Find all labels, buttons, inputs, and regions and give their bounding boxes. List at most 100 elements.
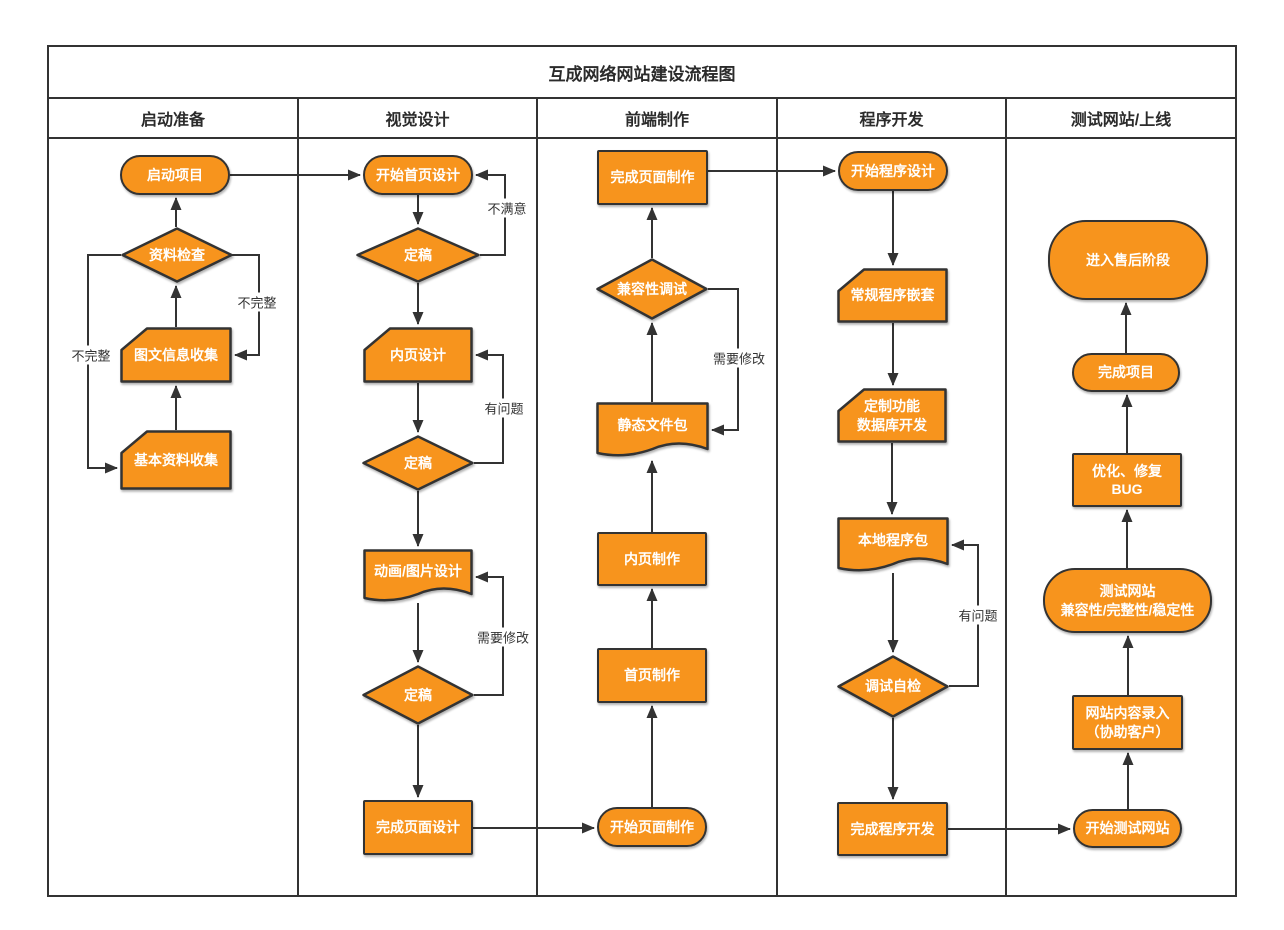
lane-header-front: 前端制作 (538, 99, 778, 137)
node-finalize-anim: 定稿 (362, 665, 474, 725)
node-fix-bug: 优化、修复 BUG (1072, 453, 1182, 507)
node-label: 定稿 (404, 686, 432, 703)
node-local-pack: 本地程序包 (837, 517, 949, 573)
card-shape (363, 327, 473, 383)
node-label: 定制功能 数据库开发 (857, 398, 927, 433)
rectangle-shape (1072, 453, 1182, 507)
node-label: 测试网站 兼容性/完整性/稳定性 (1060, 583, 1195, 618)
node-start-home-design: 开始首页设计 (363, 155, 473, 195)
node-label: 完成页面制作 (610, 169, 695, 186)
terminator-shape (1073, 809, 1182, 848)
terminator-shape (838, 151, 948, 191)
edge-label-unsatisfied: 不满意 (484, 198, 530, 218)
document-shape (596, 402, 709, 457)
node-info-collect: 图文信息收集 (120, 327, 232, 383)
node-label: 启动项目 (147, 166, 203, 183)
node-data-check: 资料检查 (121, 227, 233, 283)
node-finalize-inner: 定稿 (362, 435, 474, 491)
card-shape (120, 430, 232, 490)
node-label: 静态文件包 (617, 417, 688, 434)
node-normal-embed: 常规程序嵌套 (837, 268, 948, 323)
terminator-shape (363, 155, 473, 195)
node-anim-design: 动画/图片设计 (363, 549, 473, 603)
diamond-shape (121, 227, 233, 283)
diamond-shape (362, 435, 474, 491)
lane-header-program: 程序开发 (778, 99, 1007, 137)
node-finalize-home: 定稿 (356, 227, 480, 283)
node-start-test: 开始测试网站 (1073, 809, 1182, 848)
node-label: 定稿 (404, 454, 432, 471)
rectangle-shape (363, 800, 473, 855)
lane-header-prep: 启动准备 (49, 99, 299, 137)
node-label: 内页制作 (624, 550, 680, 567)
node-label: 内页设计 (390, 346, 446, 363)
diamond-shape (362, 665, 474, 725)
node-start-program: 开始程序设计 (838, 151, 948, 191)
node-label: 开始首页设计 (376, 166, 460, 183)
node-label: 常规程序嵌套 (850, 287, 935, 304)
swimlane-frame: 互成网络网站建设流程图 启动准备 视觉设计 前端制作 程序开发 测试网站/上线 (47, 45, 1237, 897)
node-finish-program: 完成程序开发 (837, 802, 948, 856)
node-label: 完成页面设计 (376, 819, 460, 836)
rectangle-shape (597, 648, 707, 703)
node-label: 基本资料收集 (134, 451, 218, 468)
card-shape (120, 327, 232, 383)
node-label: 开始程序设计 (851, 162, 935, 179)
node-test-site: 测试网站 兼容性/完整性/稳定性 (1043, 568, 1212, 633)
edge-label-incomplete-left: 不完整 (68, 345, 114, 365)
node-label: 本地程序包 (858, 532, 928, 549)
node-inner-make: 内页制作 (597, 532, 707, 586)
lane-header-visual: 视觉设计 (299, 99, 538, 137)
node-label: 动画/图片设计 (374, 563, 462, 580)
node-custom-db: 定制功能 数据库开发 (837, 388, 947, 443)
node-basic-collect: 基本资料收集 (120, 430, 232, 490)
lane-divider (297, 137, 299, 895)
edge-label-has-problem-program: 有问题 (955, 605, 1001, 625)
node-static-pack: 静态文件包 (596, 402, 709, 458)
lane-headers: 启动准备 视觉设计 前端制作 程序开发 测试网站/上线 (49, 99, 1235, 139)
rectangle-shape (597, 532, 707, 586)
terminator-shape (120, 155, 230, 195)
node-start-project: 启动项目 (120, 155, 230, 195)
node-label: 兼容性调试 (617, 280, 687, 297)
lane-divider (776, 137, 778, 895)
node-label: 图文信息收集 (134, 346, 218, 363)
node-label: 完成项目 (1098, 364, 1154, 381)
edge-label-has-problem-visual: 有问题 (481, 398, 527, 418)
node-finish-make: 完成页面制作 (597, 150, 708, 205)
node-content-entry: 网站内容录入 （协助客户） (1072, 695, 1183, 750)
node-label: 定稿 (404, 246, 432, 263)
node-after-sale: 进入售后阶段 (1048, 220, 1208, 300)
rectangle-shape (597, 150, 708, 205)
node-compat-debug: 兼容性调试 (596, 258, 708, 320)
node-label: 开始页面制作 (610, 818, 694, 835)
node-label: 首页制作 (624, 667, 680, 684)
node-finish-project: 完成项目 (1072, 353, 1180, 392)
lane-divider (1005, 137, 1007, 895)
diamond-shape (356, 227, 480, 283)
node-label: 开始测试网站 (1085, 820, 1170, 837)
terminator-shape (1043, 568, 1212, 633)
terminator-shape (1072, 353, 1180, 392)
terminator-shape (597, 807, 707, 847)
diagram-title: 互成网络网站建设流程图 (49, 47, 1235, 99)
node-label: 进入售后阶段 (1086, 251, 1170, 268)
rectangle-shape (1072, 695, 1183, 750)
lane-header-test: 测试网站/上线 (1070, 112, 1172, 129)
node-label: 网站内容录入 （协助客户） (1085, 705, 1170, 740)
node-inner-design: 内页设计 (363, 327, 473, 383)
card-shape (837, 388, 947, 443)
node-home-make: 首页制作 (597, 648, 707, 703)
rectangle-shape (837, 802, 948, 856)
diamond-shape (596, 258, 708, 320)
node-self-test: 调试自检 (837, 655, 949, 718)
document-shape (837, 517, 949, 572)
node-label: 资料检查 (149, 246, 205, 263)
terminator-shape (1048, 220, 1208, 300)
document-shape (363, 549, 473, 602)
edge-label-need-modify-front: 需要修改 (709, 348, 769, 368)
node-label: 完成程序开发 (850, 820, 935, 837)
node-start-make: 开始页面制作 (597, 807, 707, 847)
edge-label-incomplete-right: 不完整 (234, 292, 280, 312)
